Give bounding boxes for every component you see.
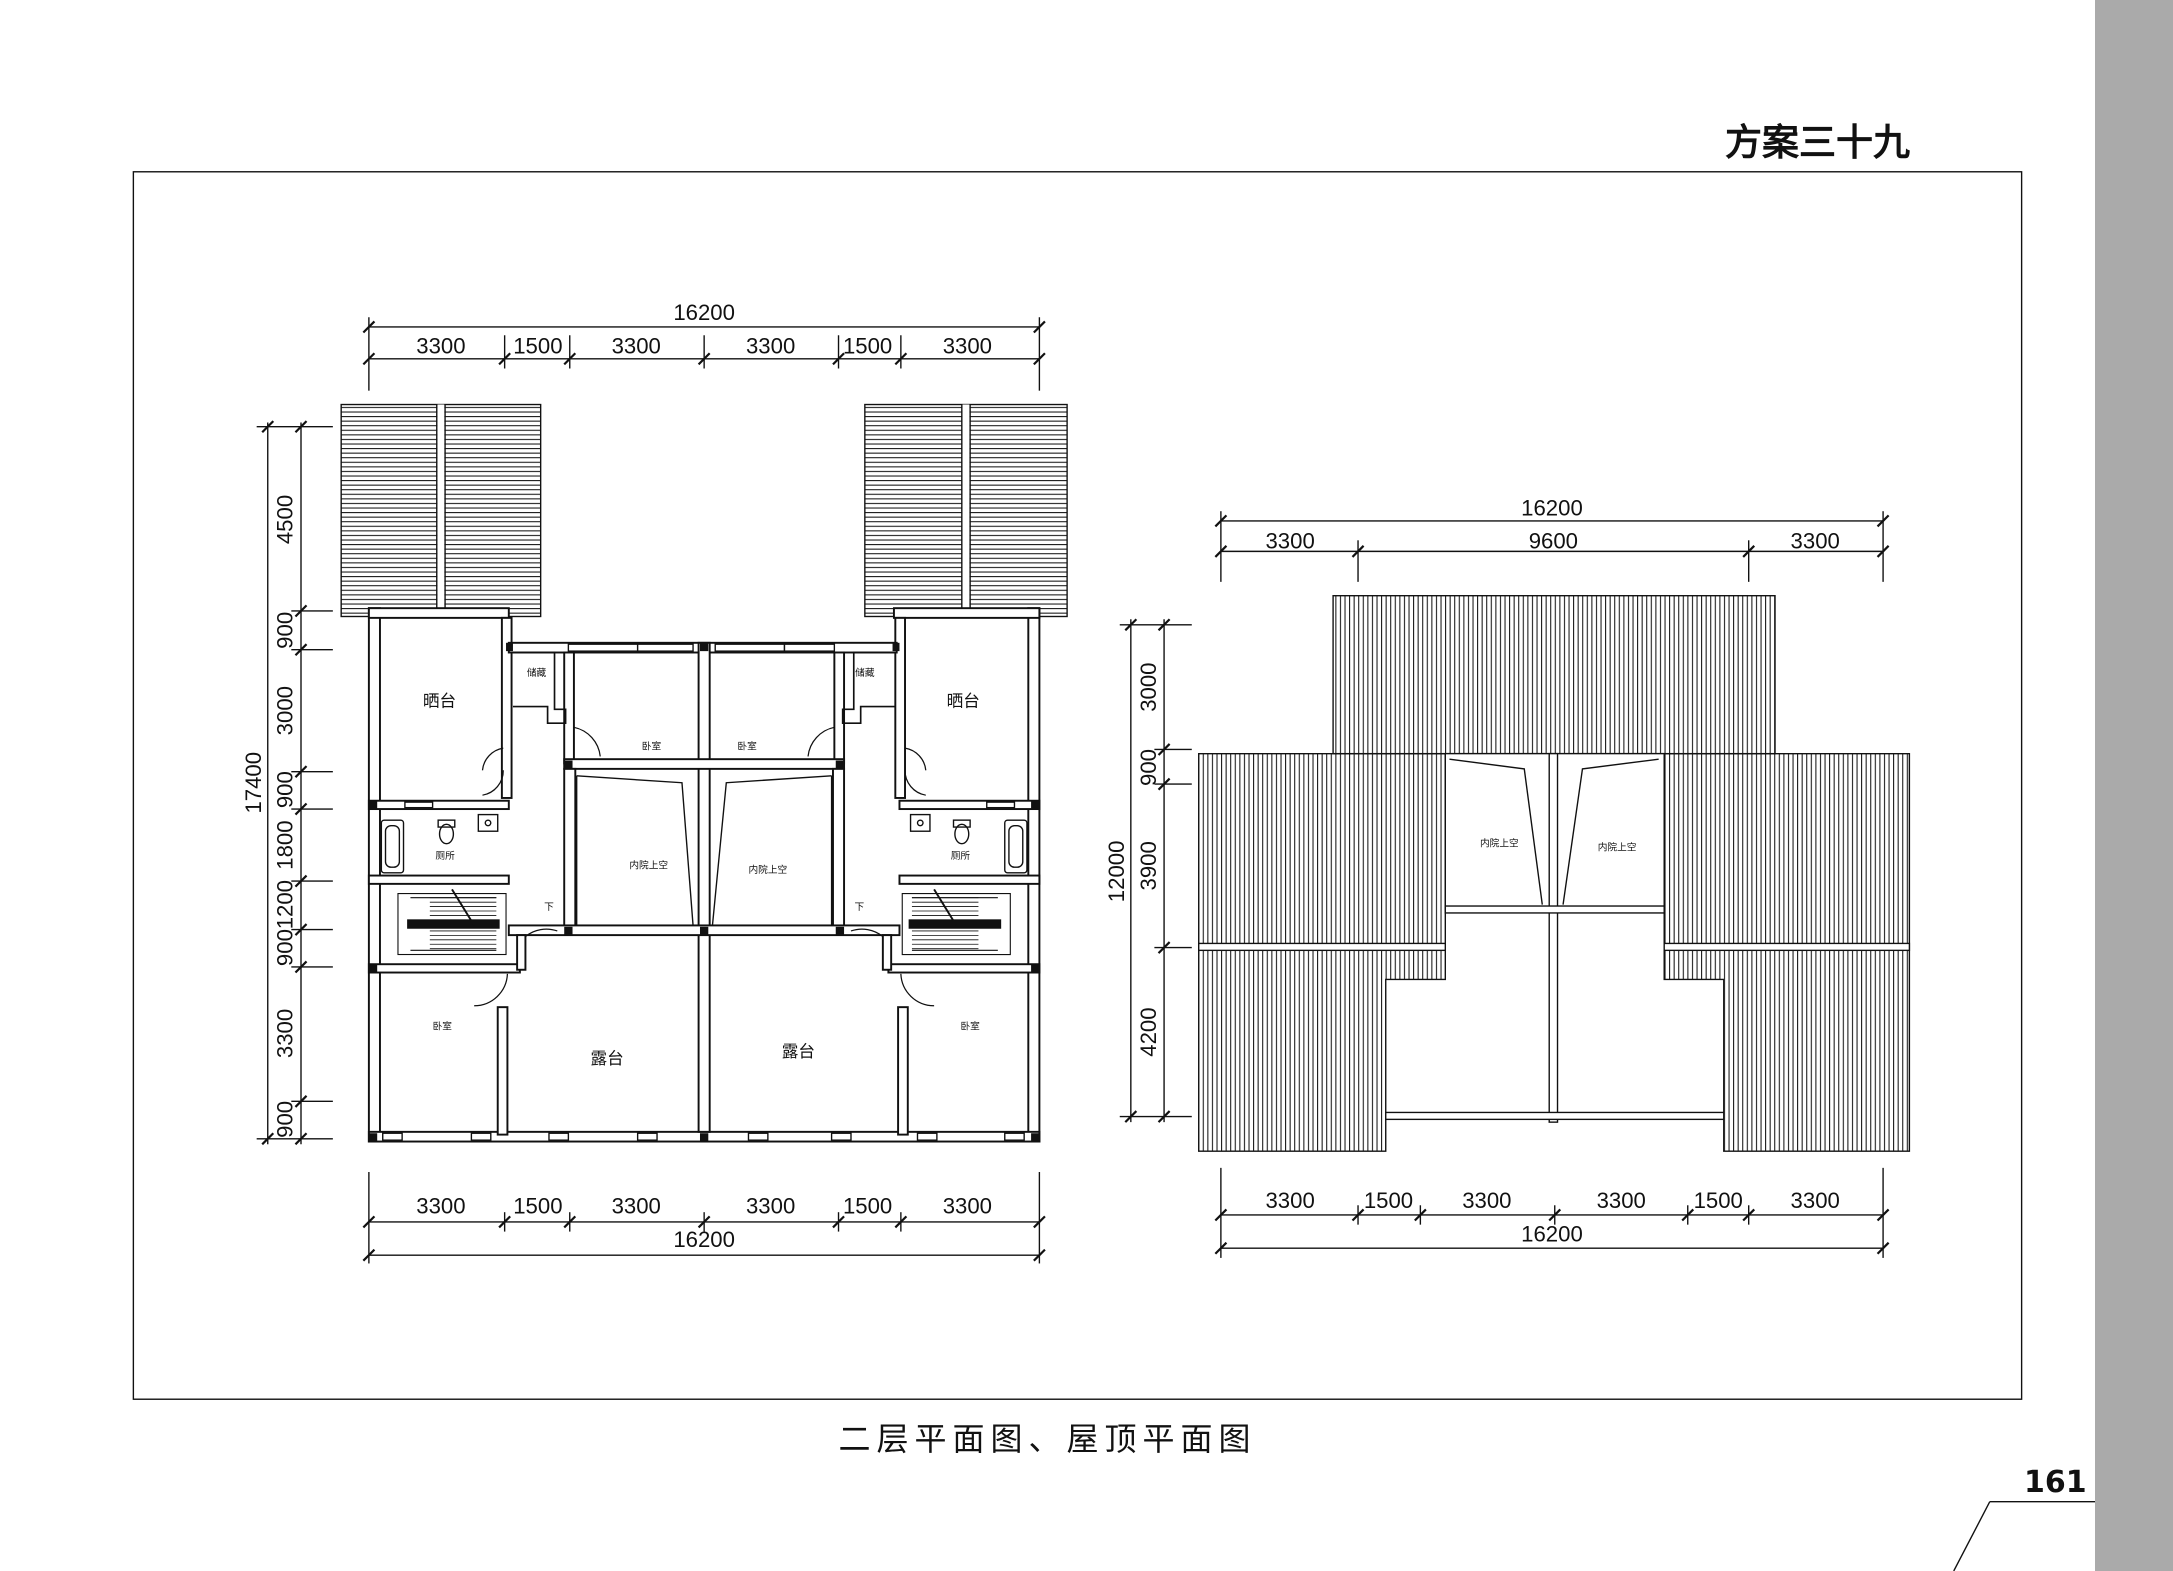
label-bed-lower-left: 卧室 <box>433 1019 453 1032</box>
roof-left-wing <box>1198 752 1447 1152</box>
fp-bottom-seg-5: 1500 <box>843 1194 892 1219</box>
fp-bottom-seg-6: 3300 <box>943 1194 992 1219</box>
label-terrace-left: 露台 <box>591 1049 624 1068</box>
sheet-frame <box>132 171 2023 1400</box>
roof-center-upper <box>1332 595 1776 755</box>
rp-left-seg-4: 4200 <box>1136 1007 1161 1056</box>
fp-bottom-seg-4: 3300 <box>746 1194 795 1219</box>
fp-left-seg-2: 900 <box>273 612 298 649</box>
rp-bottom-seg-6: 3300 <box>1791 1188 1840 1213</box>
roof-right-wing <box>1663 752 1911 1152</box>
label-court-left: 内院上空 <box>629 859 668 872</box>
fp-left-seg-7: 900 <box>273 929 298 966</box>
drawing-caption: 二层平面图、屋顶平面图 <box>838 1420 1257 1458</box>
label-down-right: 下 <box>854 902 864 913</box>
rp-top-total: 16200 <box>1521 495 1583 520</box>
rp-bottom-seg-4: 3300 <box>1597 1188 1646 1213</box>
fp-top-seg-1: 3300 <box>416 333 465 358</box>
rp-left-seg-1: 3000 <box>1136 662 1161 711</box>
label-bed-upper-left: 卧室 <box>642 739 662 752</box>
fp-left-seg-3: 3000 <box>273 686 298 735</box>
rp-bottom-seg-5: 1500 <box>1694 1188 1743 1213</box>
label-sun-right: 晒台 <box>947 692 980 711</box>
label-sun-left: 晒台 <box>423 692 456 711</box>
fp-left-seg-5: 1800 <box>273 820 298 869</box>
fp-bottom-seg-1: 3300 <box>416 1194 465 1219</box>
label-bed-upper-right: 卧室 <box>737 739 757 752</box>
label-down-left: 下 <box>544 902 554 913</box>
label-bed-lower-right: 卧室 <box>960 1019 980 1032</box>
fp-left-seg-6: 1200 <box>273 880 298 929</box>
fp-bottom-total: 16200 <box>673 1227 735 1252</box>
fp-top-total: 16200 <box>673 300 735 325</box>
fp-top-seg-2: 1500 <box>513 333 562 358</box>
rp-left-seg-2: 900 <box>1136 749 1161 786</box>
fp-bottom-seg-3: 3300 <box>612 1194 661 1219</box>
rp-top-seg-1: 3300 <box>1265 529 1314 554</box>
rp-bottom-seg-3: 3300 <box>1462 1188 1511 1213</box>
fp-left-seg-8: 3300 <box>273 1009 298 1058</box>
label-toilet-left: 厕所 <box>435 850 455 862</box>
fp-left-total: 17400 <box>241 752 266 814</box>
label-storage-right: 储藏 <box>855 666 875 679</box>
rp-top-seg-3: 3300 <box>1791 529 1840 554</box>
roof-label-court-left: 内院上空 <box>1480 836 1519 849</box>
rp-left-total: 12000 <box>1104 841 1129 903</box>
fp-left-seg-4: 900 <box>273 771 298 808</box>
fp-bottom-seg-2: 1500 <box>513 1194 562 1219</box>
second-floor-plan: 晒台 晒台 储藏 储藏 卧室 卧室 内院上空 内院上空 厕所 厕所 下 下 卧室… <box>241 300 1068 1264</box>
rp-bottom-total: 16200 <box>1521 1221 1583 1246</box>
fp-top-seg-6: 3300 <box>943 333 992 358</box>
fp-left-seg-1: 4500 <box>273 495 298 544</box>
rp-bottom-seg-1: 3300 <box>1265 1188 1314 1213</box>
page-title: 方案三十九 <box>1725 121 1910 164</box>
label-toilet-right: 厕所 <box>951 850 971 862</box>
rp-top-seg-2: 9600 <box>1529 529 1578 554</box>
fp-top-seg-3: 3300 <box>612 333 661 358</box>
sidebar-strip <box>2095 0 2173 1571</box>
label-terrace-right: 露台 <box>782 1042 815 1061</box>
rp-left-seg-3: 3900 <box>1136 841 1161 890</box>
fp-top-seg-4: 3300 <box>746 333 795 358</box>
label-court-right: 内院上空 <box>748 863 787 876</box>
label-storage-left: 储藏 <box>527 666 547 679</box>
roof-label-court-right: 内院上空 <box>1598 841 1637 854</box>
fp-top-seg-5: 1500 <box>843 333 892 358</box>
fp-left-seg-9: 900 <box>273 1101 298 1138</box>
roof-plan: 内院上空 内院上空 <box>1104 495 1911 1258</box>
page-number: 161 <box>2024 1465 2087 1500</box>
rp-bottom-seg-2: 1500 <box>1364 1188 1413 1213</box>
